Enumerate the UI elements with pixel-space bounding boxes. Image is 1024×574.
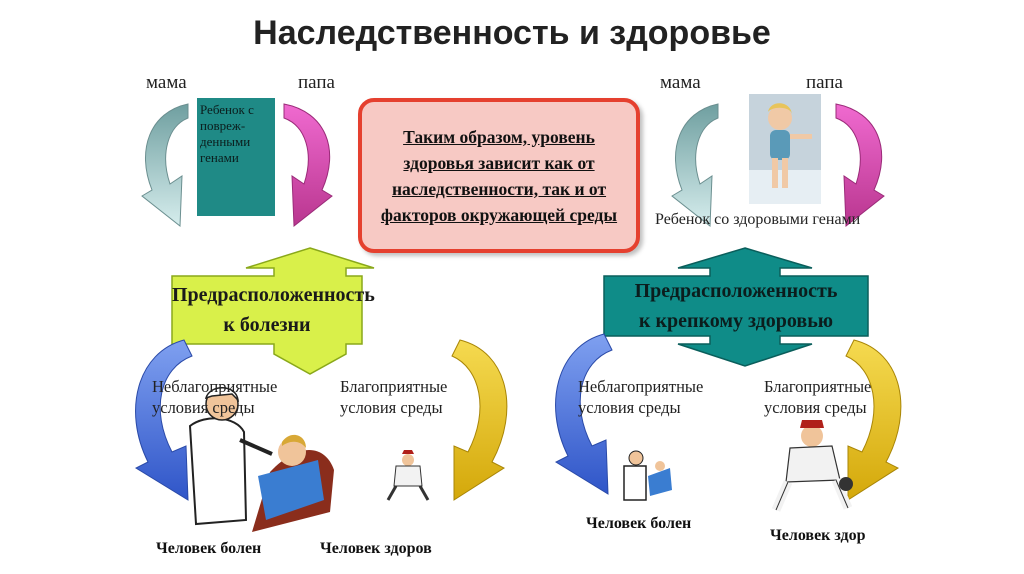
father-arrow-right [835,103,885,228]
left-predisposition-line1: Предрасположенность [172,284,375,306]
father-label-right: папа [806,72,843,93]
page-title: Наследственность и здоровье [253,14,771,52]
right-predisposition-label: Предрасположенность к крепкому здоровью [604,276,868,336]
left-outcome-healthy: Человек здоров [320,540,432,557]
yellow-arrow-left [451,339,508,501]
right-predisposition-line2: к крепкому здоровью [638,310,834,332]
right-favorable-conditions: Благоприятные условия среды [764,376,871,418]
dentist-illustration-small [623,450,672,501]
right-outcome-healthy: Человек здор [770,527,866,544]
child-photo [749,94,821,204]
right-predisposition-line1: Предрасположенность [634,280,838,302]
left-outcome-sick: Человек болен [156,540,262,557]
left-favorable-conditions: Благоприятные условия среды [340,376,447,418]
baseball-player-large [771,420,853,512]
father-arrow-left [283,103,333,228]
right-predisposition-arrow [603,247,869,367]
child-damaged-genes-box: Ребенок с повреж-денными генами [197,98,275,216]
left-unfavorable-conditions: Неблагоприятные условия среды [152,376,277,418]
mother-label-right: мама [660,72,701,93]
right-unfavorable-line1: Неблагоприятные [578,377,704,396]
baseball-player-small-left [386,450,430,501]
blue-arrow-left [134,339,193,501]
blue-arrow-right [554,333,613,495]
mother-arrow-right [671,103,719,228]
left-predisposition-label: Предрасположенность к болезни [172,280,375,340]
left-predisposition-line2: к болезни [223,314,311,336]
left-favorable-line1: Благоприятные [340,377,448,396]
conclusion-text: Таким образом, уровень здоровья зависит … [380,126,618,225]
right-favorable-line1: Благоприятные [764,377,872,396]
yellow-arrow-right [845,339,902,501]
conclusion-box: Таким образом, уровень здоровья зависит … [358,98,640,253]
left-unfavorable-line2: условия среды [152,398,255,417]
mother-label-left: мама [146,72,187,93]
right-unfavorable-conditions: Неблагоприятные условия среды [578,376,703,418]
mother-arrow-left [141,103,189,228]
father-label-left: папа [298,72,335,93]
dentist-illustration [188,387,334,532]
left-predisposition-arrow [171,247,375,375]
right-favorable-line2: условия среды [764,398,867,417]
left-unfavorable-line1: Неблагоприятные [152,377,278,396]
right-unfavorable-line2: условия среды [578,398,681,417]
left-favorable-line2: условия среды [340,398,443,417]
child-healthy-genes-caption: Ребенок со здоровыми генами [655,211,861,228]
right-outcome-sick: Человек болен [586,515,692,532]
